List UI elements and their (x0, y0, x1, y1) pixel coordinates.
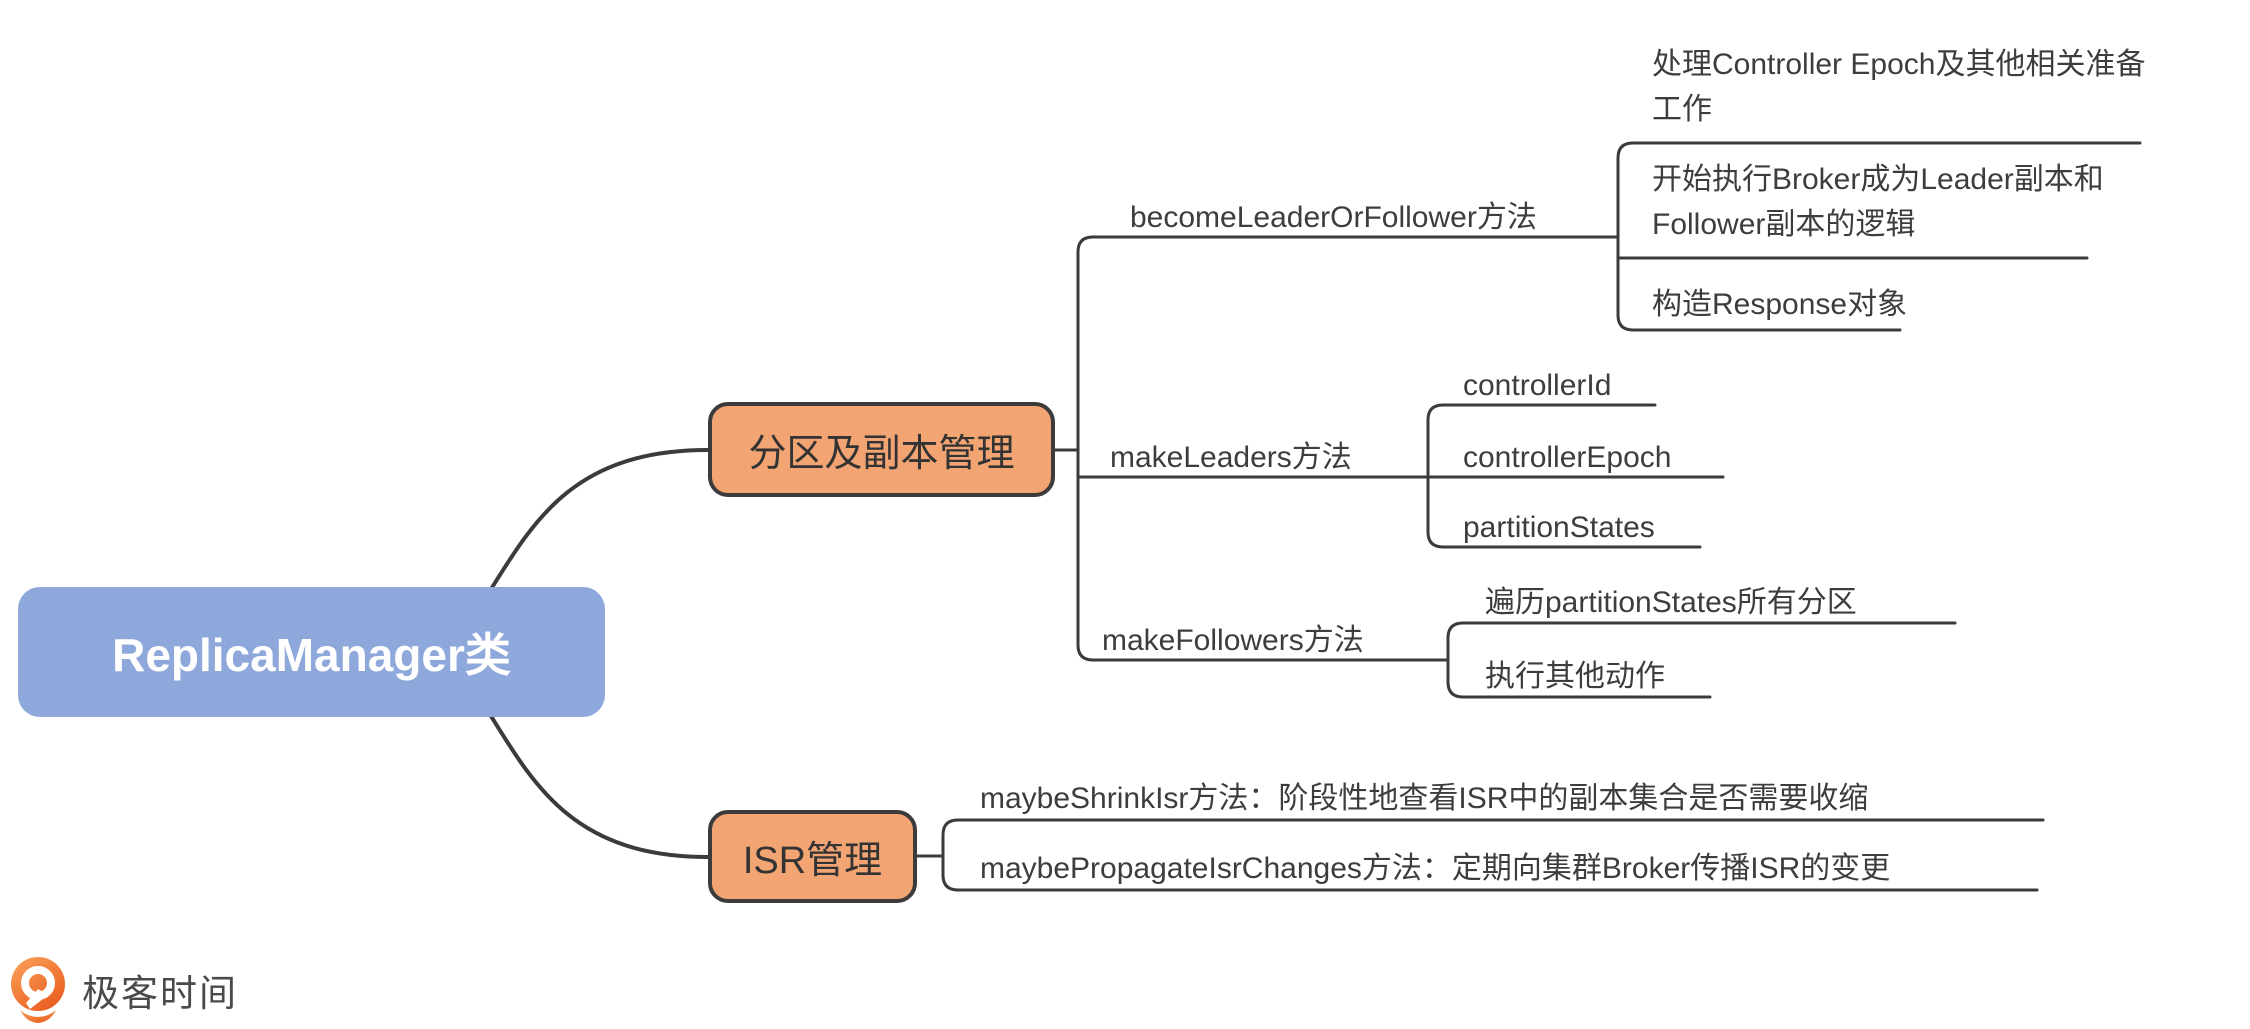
branch-node-partition-management: 分区及副本管理 (708, 402, 1055, 497)
geektime-logo-icon (11, 957, 65, 1023)
node-label-iterate-partitionstates: 遍历partitionStates所有分区 (1485, 586, 1857, 619)
branch-node-label: 分区及副本管理 (748, 433, 1015, 475)
node-label-maybepropagateisrchanges: maybePropagateIsrChanges方法：定期向集群Broker传播… (980, 852, 1891, 885)
bracket-becomeleaderorfollower-children (1616, 141, 1635, 332)
node-label-maybeshrinkisr: maybeShrinkIsr方法：阶段性地查看ISR中的副本集合是否需要收缩 (980, 782, 1869, 815)
bracket-isr-children (941, 818, 960, 892)
node-label-controllerid: controllerId (1463, 369, 1612, 402)
brand-logo-text: 极客时间 (82, 973, 238, 1014)
node-label-partitionstates: partitionStates (1463, 511, 1655, 544)
node-label-build-response: 构造Response对象 (1652, 288, 1908, 321)
bracket-partition-methods (1076, 235, 1095, 662)
node-label-other-actions: 执行其他动作 (1485, 660, 1665, 693)
node-label-controllerepoch: controllerEpoch (1463, 441, 1672, 474)
root-node: ReplicaManager类 (18, 587, 605, 717)
branch-node-label: ISR管理 (742, 840, 883, 882)
node-label-start-broker-logic: 开始执行Broker成为Leader副本和 Follower副本的逻辑 (1652, 163, 2104, 241)
branch-node-isr-management: ISR管理 (708, 810, 917, 903)
node-label-handle-controller-epoch: 处理Controller Epoch及其他相关准备 工作 (1652, 48, 2146, 126)
bracket-makeleaders-children (1426, 403, 1445, 549)
root-node-label: ReplicaManager类 (112, 629, 511, 681)
bracket-makefollowers-children (1446, 621, 1465, 699)
node-label-becomeleaderorfollower: becomeLeaderOrFollower方法 (1130, 201, 1537, 234)
node-label-makefollowers: makeFollowers方法 (1102, 624, 1364, 657)
node-label-makeleaders: makeLeaders方法 (1110, 441, 1352, 474)
brand-logo: 极客时间 (8, 956, 238, 1024)
